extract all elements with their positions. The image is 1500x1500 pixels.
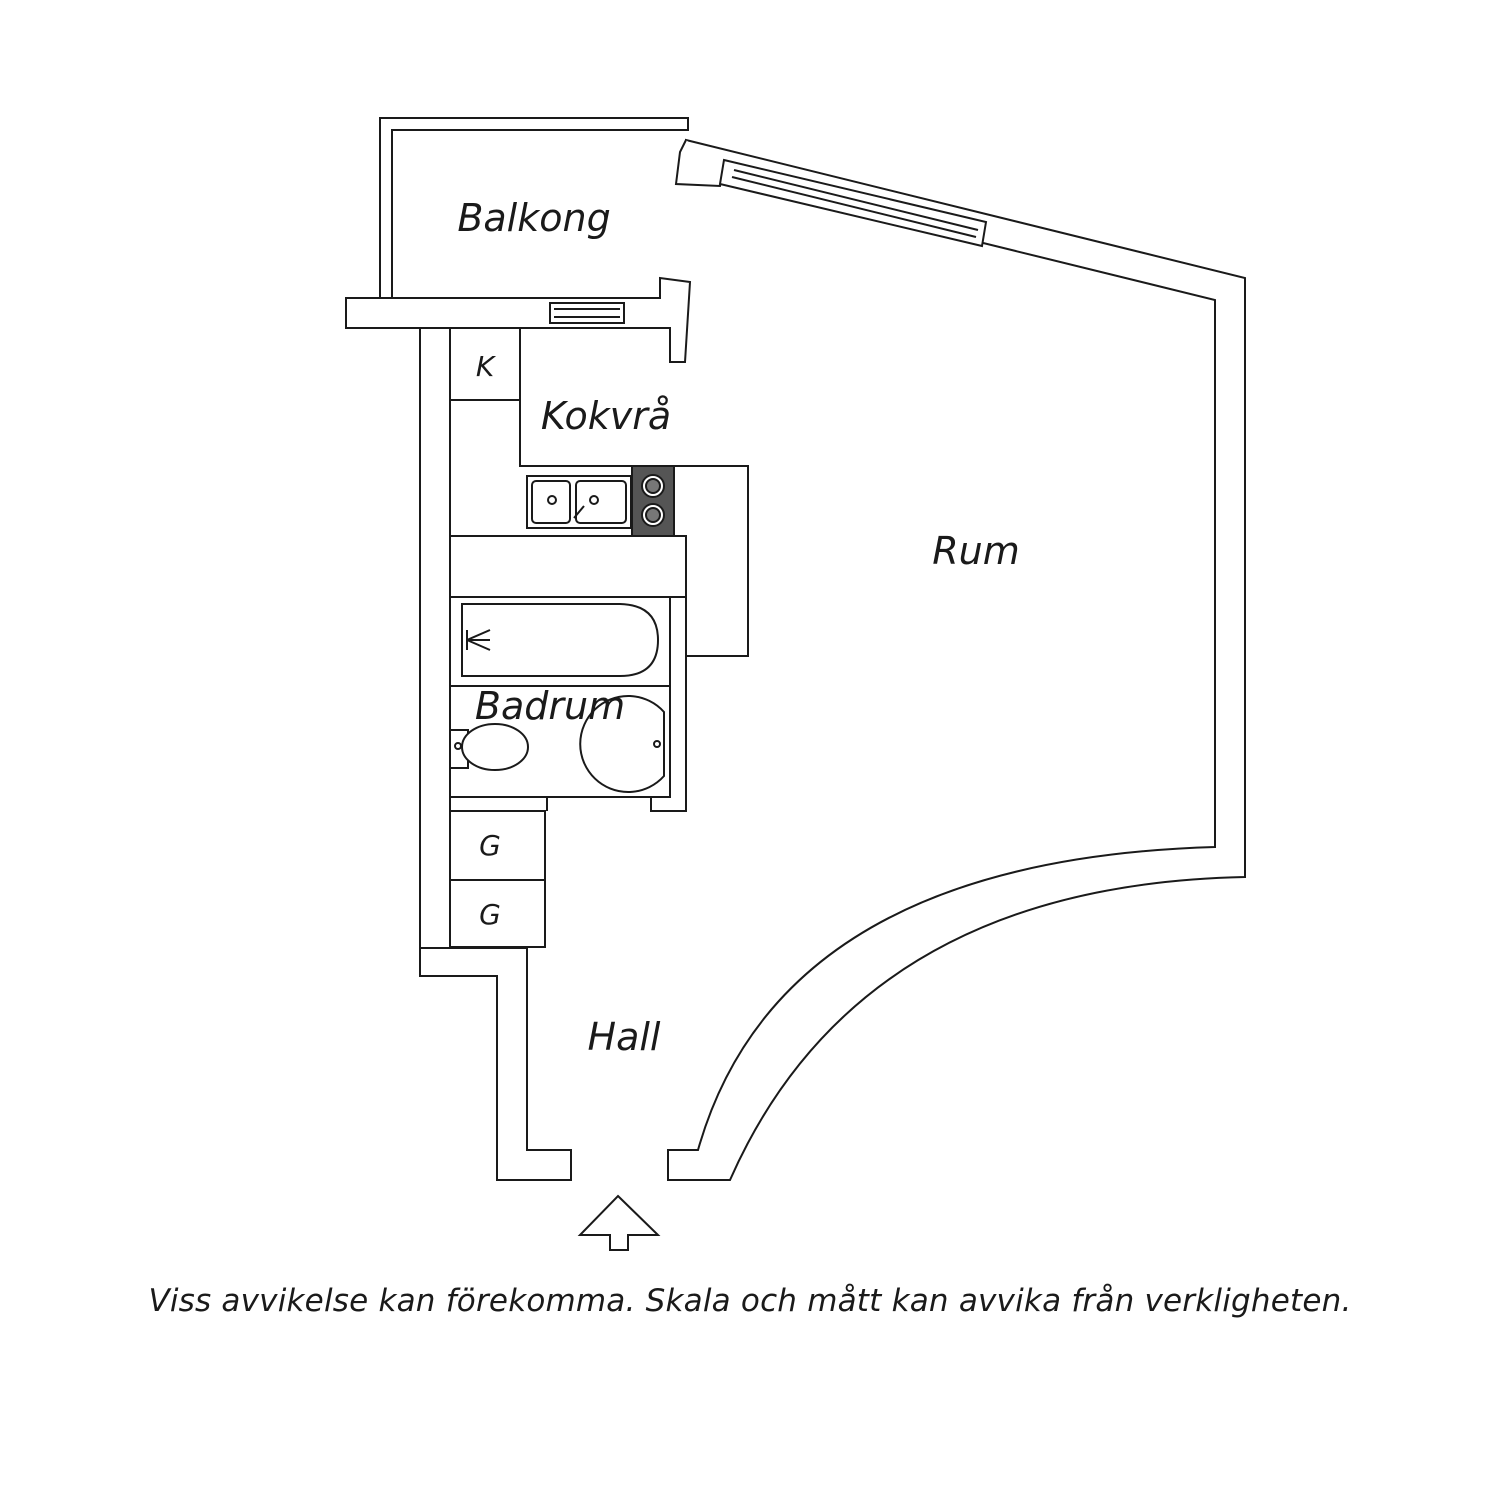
room-label-hall: Hall bbox=[588, 1015, 661, 1059]
fridge-label: K bbox=[476, 350, 497, 383]
window-long bbox=[718, 158, 988, 248]
room-label-living-room: Rum bbox=[932, 529, 1020, 573]
room-label-kitchenette: Kokvrå bbox=[541, 394, 671, 438]
wardrobes bbox=[449, 810, 546, 948]
kitchenette bbox=[449, 327, 749, 657]
balcony-railing bbox=[379, 117, 689, 298]
wardrobe-label-1: G bbox=[479, 829, 501, 862]
washbasin bbox=[579, 695, 665, 793]
wall-left bbox=[419, 327, 572, 1181]
kitchen-sink bbox=[526, 475, 632, 529]
room-label-bathroom: Badrum bbox=[475, 684, 625, 728]
wardrobe-label-2: G bbox=[479, 898, 501, 931]
bathroom bbox=[449, 536, 687, 812]
room-label-balcony: Balkong bbox=[457, 196, 610, 240]
toilet bbox=[449, 723, 529, 771]
wall-exterior bbox=[667, 138, 1246, 1181]
fridge-symbol bbox=[449, 327, 521, 401]
balcony-window bbox=[549, 302, 625, 324]
disclaimer-text: Viss avvikelse kan förekomma. Skala och … bbox=[148, 1283, 1352, 1319]
bathtub bbox=[450, 603, 670, 687]
arrow-up-icon bbox=[577, 1194, 661, 1251]
